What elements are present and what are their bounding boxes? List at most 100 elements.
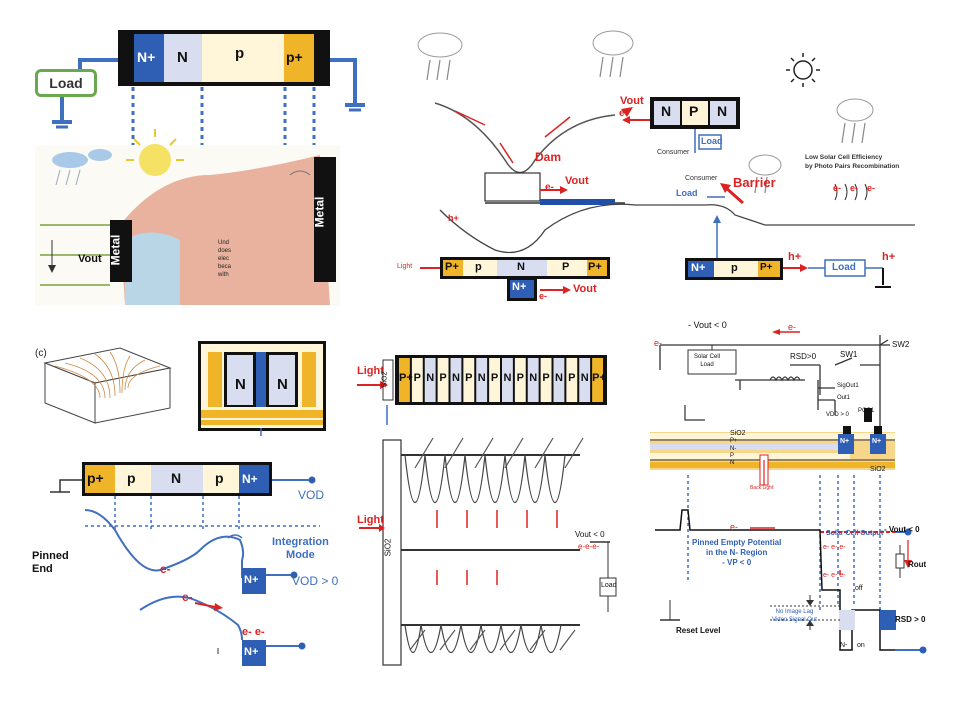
- strip4-pplus: p+: [87, 470, 104, 486]
- strip-cell-label: P: [568, 372, 576, 384]
- strip-cell-label: P: [516, 372, 524, 384]
- strip-label-nplus: N+: [137, 49, 156, 65]
- strip-cell: [463, 358, 475, 402]
- cross-section-n2: N: [277, 376, 288, 393]
- e-row-3: e-: [867, 183, 876, 193]
- strip-cell-label: N: [580, 372, 589, 384]
- metal-left-label: Metal: [108, 234, 123, 266]
- panel-potential-integration: p+ p N p N+ VOD Pinned End Integration M…: [30, 460, 350, 670]
- p-layer-label: P: [730, 453, 735, 459]
- strip-cell-label: N: [477, 372, 486, 384]
- strip-cell-label: P+: [399, 372, 413, 384]
- bottom-strip-pplus1: P+: [445, 261, 459, 273]
- e-mid-label: e-: [730, 522, 739, 532]
- rsd-label: RSD>0: [790, 352, 817, 361]
- nplus-box-2: N+: [244, 646, 259, 658]
- npn-label-p: P: [689, 103, 699, 119]
- bottom-nplus-label: N+: [512, 281, 527, 293]
- nplus-box-1: N+: [244, 574, 259, 586]
- load-right-label: Load: [832, 262, 856, 273]
- caption-text: Und does elec beca with: [218, 240, 232, 278]
- panel-5-svg: [357, 355, 617, 666]
- reset-level-label: Reset Level: [676, 626, 721, 635]
- out1-label: Out1: [837, 395, 851, 401]
- vout-top-label: Vout: [620, 95, 644, 107]
- e-dam-label: e-: [545, 182, 554, 193]
- strip-cell: [514, 358, 526, 402]
- strip-cell: [489, 358, 500, 402]
- vout-right-label: - Vout < 0: [884, 525, 920, 534]
- e-label-1: e-: [160, 562, 171, 576]
- e-row-label: e-e-e-: [578, 542, 600, 551]
- nplus-a-label: N+: [840, 438, 850, 445]
- strip-label-n: N: [177, 49, 188, 66]
- right-strip-pplus: P+: [760, 262, 773, 273]
- e-label-2: e-: [182, 590, 193, 604]
- sigout-label: SigOut1: [837, 383, 859, 389]
- bottom-strip-n: N: [517, 261, 525, 273]
- light-side-label: Light: [357, 514, 384, 526]
- off-label: off: [855, 585, 863, 592]
- panel-3d-and-cross-section: (c) N N: [30, 338, 330, 438]
- panel-6-svg: [650, 329, 927, 654]
- bottom-strip-p1: p: [475, 261, 482, 273]
- metal-right-label: Metal: [312, 196, 327, 228]
- consumer2-label: Consumer: [685, 175, 718, 182]
- low-efficiency-label: Low Solar Cell Efficiency by Photo Pairs…: [805, 154, 900, 170]
- rsd-right-label: RSD > 0: [895, 615, 926, 624]
- panel-circuit-pinned: - Vout < 0 Solar Cell Load e- e- RSD>0 S…: [640, 320, 940, 680]
- n-layer-label: N: [730, 460, 735, 466]
- e-row-1: e-: [833, 183, 842, 193]
- panel-4-svg: [50, 462, 320, 666]
- e-label-3: e- e-: [242, 626, 265, 638]
- strip-cell: [502, 358, 513, 402]
- strip-cell: [553, 358, 565, 402]
- panel-dam-analogy: Vout e- N P N Load Consumer Dam Vout e- …: [395, 25, 915, 305]
- panel-3-svg: [43, 341, 326, 436]
- strip-cell: [411, 358, 423, 402]
- strip-cell-label: P: [413, 372, 421, 384]
- panel-2-svg: [417, 30, 915, 301]
- nplus-b-label: N+: [872, 438, 882, 445]
- e-arrow-label: e-: [788, 322, 797, 332]
- h-right2-label: h+: [882, 251, 896, 263]
- strip-cell: [476, 358, 488, 402]
- e-row-2: e-: [850, 183, 859, 193]
- bottom-strip-pplus2: P+: [588, 261, 602, 273]
- strip-cell-label: N: [529, 372, 538, 384]
- no-image-lag-label: No Image Lag Video Signal Out: [772, 609, 817, 623]
- sw1-label: SW1: [840, 350, 858, 359]
- cross-section-n1: N: [235, 376, 246, 393]
- nminus-b-label: N-: [840, 642, 848, 649]
- barrier-label: Barrier: [733, 175, 776, 190]
- sio2-bot-label: SiO2: [870, 466, 886, 473]
- vod-gt-label: VOD > 0: [292, 574, 339, 588]
- strip4-p2: p: [215, 470, 224, 486]
- nplus-c-label: N+: [882, 642, 892, 649]
- sio2-top-label: SiO2: [730, 430, 746, 437]
- panel-solar-landscape: N+ N p p+ Load Metal Metal Vout Und does…: [30, 25, 385, 310]
- strip4-n: N: [171, 470, 182, 486]
- right-strip-nplus: N+: [691, 262, 706, 274]
- nminus-layer-label: N-: [730, 446, 737, 452]
- strip-cell-label: P: [490, 372, 499, 384]
- vout-bottom-label: Vout: [573, 283, 597, 295]
- load-box: Load: [35, 69, 97, 97]
- solar-load-label: Solar Cell Load: [694, 354, 721, 368]
- h-right-label: h+: [788, 251, 802, 263]
- solar-output-label: Solar Cell Output: [826, 530, 884, 537]
- sio2-side-label: SiO2: [383, 538, 393, 557]
- strip-cell-label: N: [554, 372, 563, 384]
- pplus-layer-label: P+: [730, 438, 738, 444]
- strip-cell: [424, 358, 436, 402]
- strip-cell-label: P: [465, 372, 473, 384]
- panel-1-svg: [35, 30, 365, 305]
- e-bottom-label: e-: [539, 291, 548, 301]
- load-label: Load: [601, 582, 617, 589]
- pcg-label: PCG1: [858, 408, 875, 414]
- integration-mode-label: Integration Mode: [272, 536, 329, 561]
- strip-cell: [527, 358, 539, 402]
- back-light-label: Back Light: [750, 485, 774, 491]
- strip-cell-label: N: [503, 372, 512, 384]
